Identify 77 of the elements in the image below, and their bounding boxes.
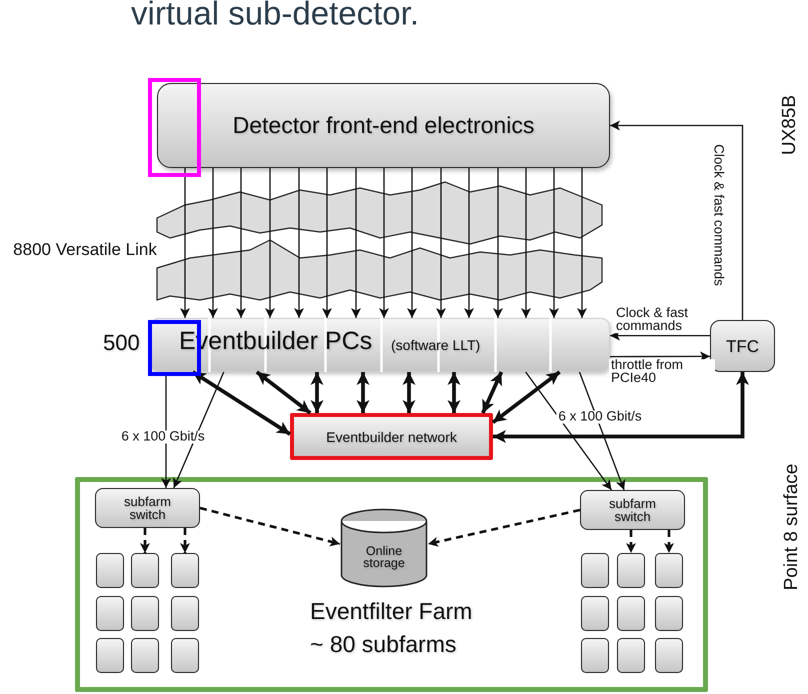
node-label: Eventbuilder network <box>326 430 457 444</box>
arrow <box>356 372 370 413</box>
arrow <box>200 506 340 546</box>
location-label: Point 8 surface <box>782 464 802 590</box>
server-box <box>171 553 199 588</box>
arrow <box>236 168 246 318</box>
network-box <box>290 413 493 460</box>
server-box <box>171 596 199 631</box>
arrow <box>180 168 190 318</box>
edge-label: throttle from PCIe40 <box>609 359 715 385</box>
arrow <box>610 351 710 362</box>
arrow <box>481 371 504 414</box>
farm-panel <box>75 477 708 692</box>
arrow <box>180 528 190 553</box>
arrow <box>464 168 474 318</box>
arrow <box>310 372 324 413</box>
arrow <box>610 120 744 320</box>
arrow <box>140 528 150 553</box>
arrow <box>402 372 416 413</box>
arrow <box>173 372 224 488</box>
server-box <box>655 553 683 588</box>
node-label: subfarm switch <box>608 497 657 523</box>
node-label: Detector front-end electronics <box>232 114 534 137</box>
arrow <box>610 330 710 341</box>
arrow <box>256 370 312 414</box>
arrow <box>492 370 561 424</box>
server-box <box>131 596 159 631</box>
heading-text: virtual sub-detector. <box>131 0 419 32</box>
node-label: Online storage <box>362 544 406 570</box>
arrow <box>578 372 626 490</box>
server-box <box>131 638 159 673</box>
arrow <box>577 168 587 318</box>
arrow <box>448 372 460 413</box>
arrow <box>294 168 304 318</box>
server-box <box>96 638 124 673</box>
server-box <box>581 553 609 588</box>
control-box <box>710 320 775 372</box>
server-box <box>581 638 609 673</box>
arrow <box>265 168 275 318</box>
server-box <box>171 638 199 673</box>
arrow <box>208 168 218 318</box>
node-label: Eventfilter Farm <box>310 600 472 623</box>
arrow <box>493 168 503 318</box>
switch-box <box>580 490 685 530</box>
arrow <box>664 530 674 553</box>
link-count-label: 8800 Versatile Link <box>12 241 158 259</box>
edge-label: Clock & fast commands <box>712 142 724 288</box>
server-box <box>655 638 683 673</box>
node-label: subfarm switch <box>123 495 172 521</box>
server-box <box>617 638 645 673</box>
arrow <box>322 168 332 318</box>
server-box <box>131 553 159 588</box>
arrow <box>626 530 636 553</box>
arrow <box>407 168 417 318</box>
edge-label: 6 x 100 Gbit/s <box>119 430 207 444</box>
arrow <box>379 168 389 318</box>
node-label: TFC <box>726 338 760 354</box>
node-label: ~ 80 subfarms <box>310 633 456 656</box>
node-label: (software LLT) <box>391 338 480 352</box>
arrow <box>521 168 531 318</box>
server-box <box>617 553 645 588</box>
server-box <box>96 596 124 631</box>
server-box <box>581 596 609 631</box>
server-box <box>96 553 124 588</box>
location-label: UX85B <box>780 94 800 156</box>
arrow <box>549 168 559 318</box>
switch-box <box>95 488 200 528</box>
arrow <box>351 168 361 318</box>
arrow <box>192 370 292 436</box>
arrow <box>493 372 749 443</box>
edge-label: 6 x 100 Gbit/s <box>556 410 644 424</box>
server-box <box>617 596 645 631</box>
arrow <box>428 508 580 547</box>
electronics-box <box>157 83 610 168</box>
count-label: 500 <box>103 332 140 354</box>
server-box <box>655 596 683 631</box>
arrow <box>525 372 612 490</box>
